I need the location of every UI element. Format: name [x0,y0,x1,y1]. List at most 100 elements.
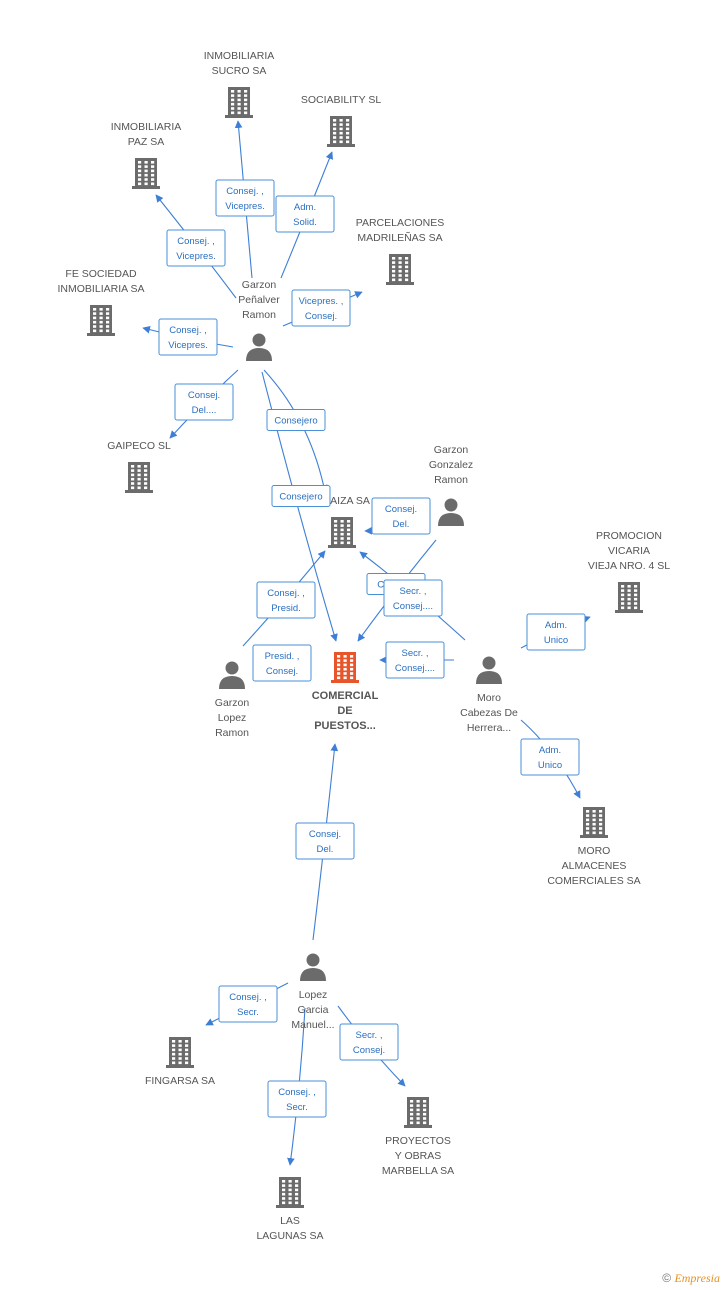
node-label: Peñalver [238,294,280,306]
node-label: GAIPECO SL [107,440,171,452]
edge-label-box [218,985,278,1023]
building-icon [404,1097,432,1128]
edge-label-text: Consej. , [267,588,305,599]
node-sociability[interactable]: SOCIABILITY SL [301,94,381,147]
edge-label-lopez_garcia-to-lagunas[interactable]: Consej. ,Secr. [267,1080,327,1118]
building-icon [615,582,643,613]
node-label: VIEJA NRO. 4 SL [588,560,670,572]
building-icon [386,254,414,285]
edge-label-text: Consej.... [395,663,435,674]
edge-label-moro_person-to-moro_almacenes[interactable]: Adm.Unico [520,738,580,776]
edge-label-box [256,581,316,619]
edge-label-garzon_lopez-to-comercial[interactable]: Presid. ,Consej. [252,644,312,682]
node-label: Gonzalez [429,459,473,471]
edge-label-lopez_garcia-to-comercial[interactable]: Consej.Del. [295,822,355,860]
edge-label-text: Secr. , [402,648,429,659]
edge-label-lopez_garcia-to-proyectos[interactable]: Secr. ,Consej. [339,1023,399,1061]
node-label: MORO [578,845,611,857]
edge-label-garzon_gonzalez-to-aiza[interactable]: Consej. Del. [371,497,431,535]
edge-label-garzon_penalver-to-aiza[interactable]: Consejero [266,409,326,431]
person-icon [438,498,464,526]
brand-logo-text: Empresia [674,1271,720,1285]
edge-label-box [174,383,234,421]
node-lagunas[interactable]: LAS LAGUNAS SA [256,1177,324,1242]
node-label: PUESTOS... [314,720,376,732]
edge-label-text: Consej. , [177,236,215,247]
edge-label-text: Secr. [237,1007,259,1018]
edge-label-text: Consej. [188,390,220,401]
edge-labels-layer: Consej. , Vicepres. Adm. Solid. Consej. , Vic… [158,179,586,1118]
edge-label-garzon_penalver-to-parcelaciones[interactable]: Vicepres. ,Consej. [291,289,351,327]
node-aiza[interactable]: AIZA SA [328,495,370,548]
edge-label-box [520,738,580,776]
node-lopez_garcia[interactable]: LopezGarciaManuel... [291,953,335,1032]
edge-label-moro_person-to-promocion[interactable]: Adm.Unico [526,613,586,651]
node-label: PARCELACIONES [356,217,445,229]
edge-label-text: Presid. [271,603,301,614]
node-label: SOCIABILITY SL [301,94,381,106]
person-icon [219,661,245,689]
building-icon [225,87,253,118]
node-fe[interactable]: FE SOCIEDAD INMOBILIARIA SA [58,268,145,336]
edge-label-garzon_penalver-to-gaipeco[interactable]: Consej.Del.... [174,383,234,421]
edge-label-text: Adm. [294,202,316,213]
footer-brand[interactable]: © Empresia [662,1271,720,1286]
edge-label-text: Solid. [293,217,317,228]
edge-label-garzon_lopez-to-aiza[interactable]: Consej. , Presid. [256,581,316,619]
edge-label-moro_person-to-aiza[interactable]: Secr. ,Consej.... [383,579,443,617]
edge-label-box [166,229,226,267]
edge-label-text: Consej. , [229,992,267,1003]
node-label: Garzon [215,697,250,709]
edges-layer [142,120,591,1166]
edge-label-box [252,644,312,682]
node-label: FE SOCIEDAD [65,268,137,280]
edge-label-text: Consej. , [278,1087,316,1098]
edge-label-moro_person-to-comercial[interactable]: Secr. , Consej.... [385,641,445,679]
edge-label-text: Unico [544,635,568,646]
edge-label-text: Del. [317,844,334,855]
node-label: MARBELLA SA [382,1165,454,1177]
node-label: INMOBILIARIA SA [58,283,145,295]
building-icon [125,462,153,493]
edge-label-box [526,613,586,651]
edge-label-text: Secr. , [356,1030,383,1041]
node-label: PROMOCION [596,530,662,542]
building-icon [331,652,359,683]
node-fingarsa[interactable]: FINGARSA SA [145,1037,215,1087]
edge-label-text: Consej. [385,504,417,515]
edge-label-text: Presid. , [265,651,300,662]
node-label: PAZ SA [128,136,165,148]
edge-label-text: Vicepres. [168,340,207,351]
edge-label-garzon_penalver-to-comercial[interactable]: Consejero [271,485,331,507]
node-gaipeco[interactable]: GAIPECO SL [107,440,171,493]
edge-label-garzon_penalver-to-paz[interactable]: Consej. ,Vicepres. [166,229,226,267]
node-label: LAGUNAS SA [256,1230,323,1242]
node-label: INMOBILIARIA [204,50,275,62]
node-comercial[interactable]: COMERCIALDEPUESTOS... [312,652,379,732]
edge-label-lopez_garcia-to-fingarsa[interactable]: Consej. , Secr. [218,985,278,1023]
edge-label-garzon_penalver-to-sociability[interactable]: Adm. Solid. [275,195,335,233]
node-label: Ramon [242,309,276,321]
node-label: AIZA SA [330,495,370,507]
edge-label-text: Consej. , [169,325,207,336]
building-icon [132,158,160,189]
edge-label-text: Del. [393,519,410,530]
edge-label-garzon_penalver-to-fe[interactable]: Consej. , Vicepres. [158,318,218,356]
node-label: LAS [280,1215,300,1227]
node-label: Moro [477,692,501,704]
edge-label-garzon_penalver-to-sucro[interactable]: Consej. ,Vicepres. [215,179,275,217]
building-icon [328,517,356,548]
edge-label-box [383,579,443,617]
edge-label-text: Vicepres. , [299,296,344,307]
building-icon [166,1037,194,1068]
